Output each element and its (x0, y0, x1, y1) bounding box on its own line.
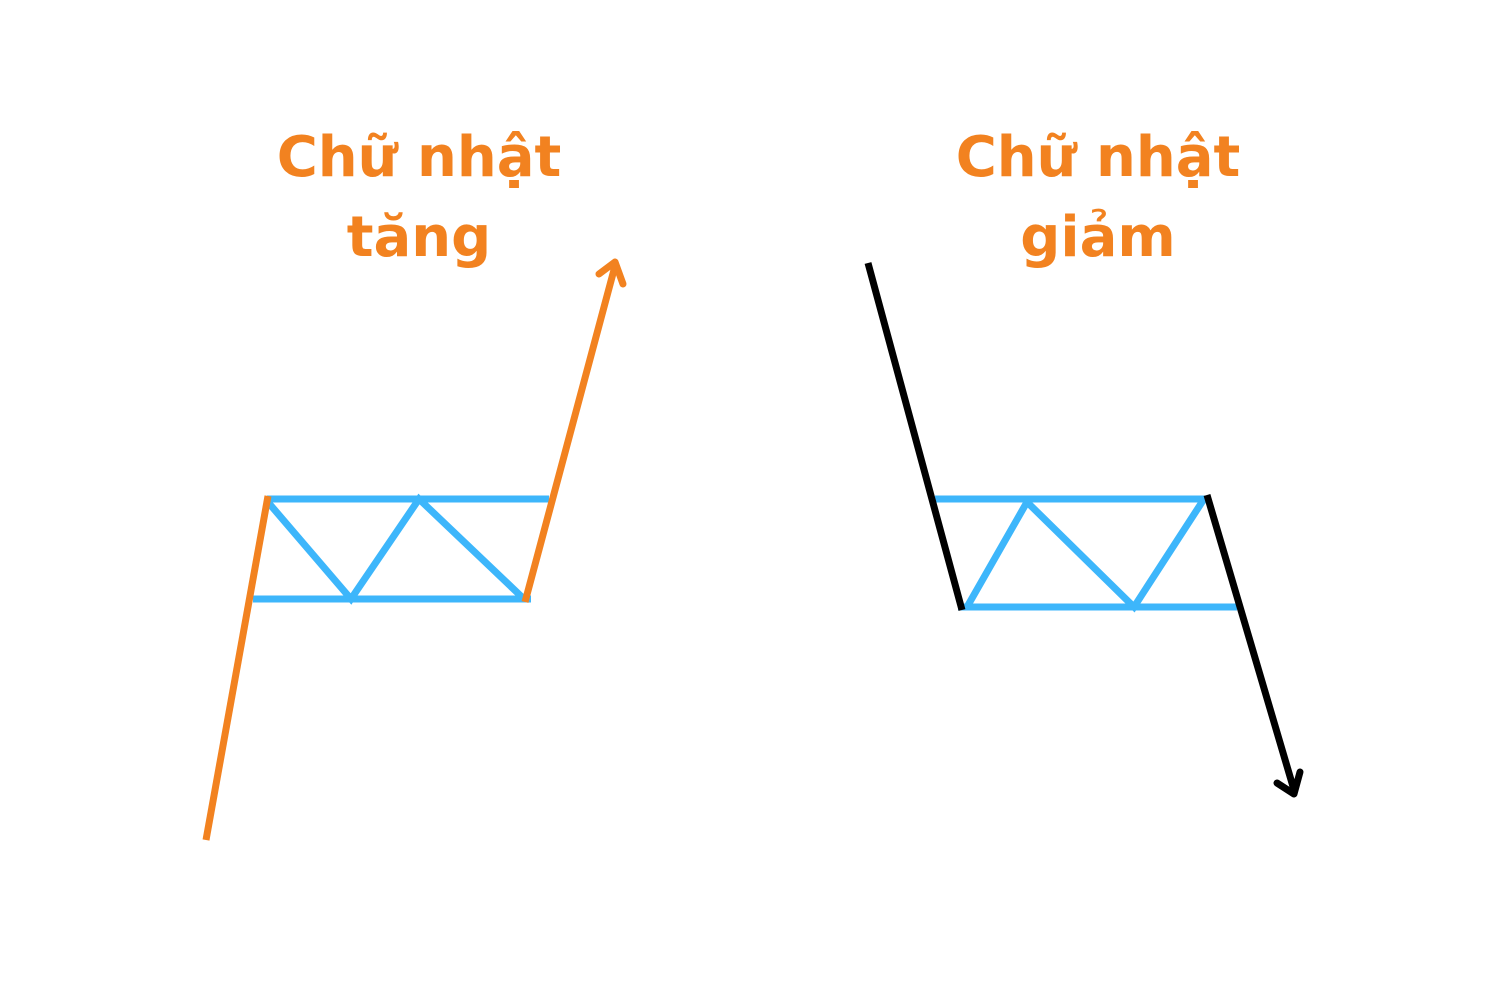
bearish-zigzag (963, 496, 1207, 613)
bullish-rectangle-pattern (202, 258, 627, 841)
bullish-uptrend-in (202, 495, 272, 841)
bearish-rectangle-pattern (864, 262, 1304, 798)
bearish-breakdown (1203, 494, 1298, 791)
arrow-down-icon (1273, 768, 1304, 798)
bearish-downtrend-in (864, 262, 966, 611)
bullish-title-line1: Chữ nhật (276, 125, 562, 190)
bearish-rectangle-box (935, 495, 1237, 613)
arrow-up-icon (595, 258, 627, 288)
bullish-rectangle-box (253, 493, 549, 605)
bearish-title-line1: Chữ nhật (955, 125, 1241, 190)
bullish-breakout (521, 265, 619, 603)
bullish-title-line2: tăng (346, 205, 492, 270)
bearish-title-line2: giảm (1020, 205, 1176, 270)
bullish-trend-line (202, 258, 627, 841)
bullish-zigzag (264, 493, 527, 605)
bullish-rectangle-title: Chữ nhật tăng (169, 118, 669, 278)
bearish-rectangle-title: Chữ nhật giảm (848, 118, 1348, 278)
bearish-trend-line (864, 262, 1304, 798)
